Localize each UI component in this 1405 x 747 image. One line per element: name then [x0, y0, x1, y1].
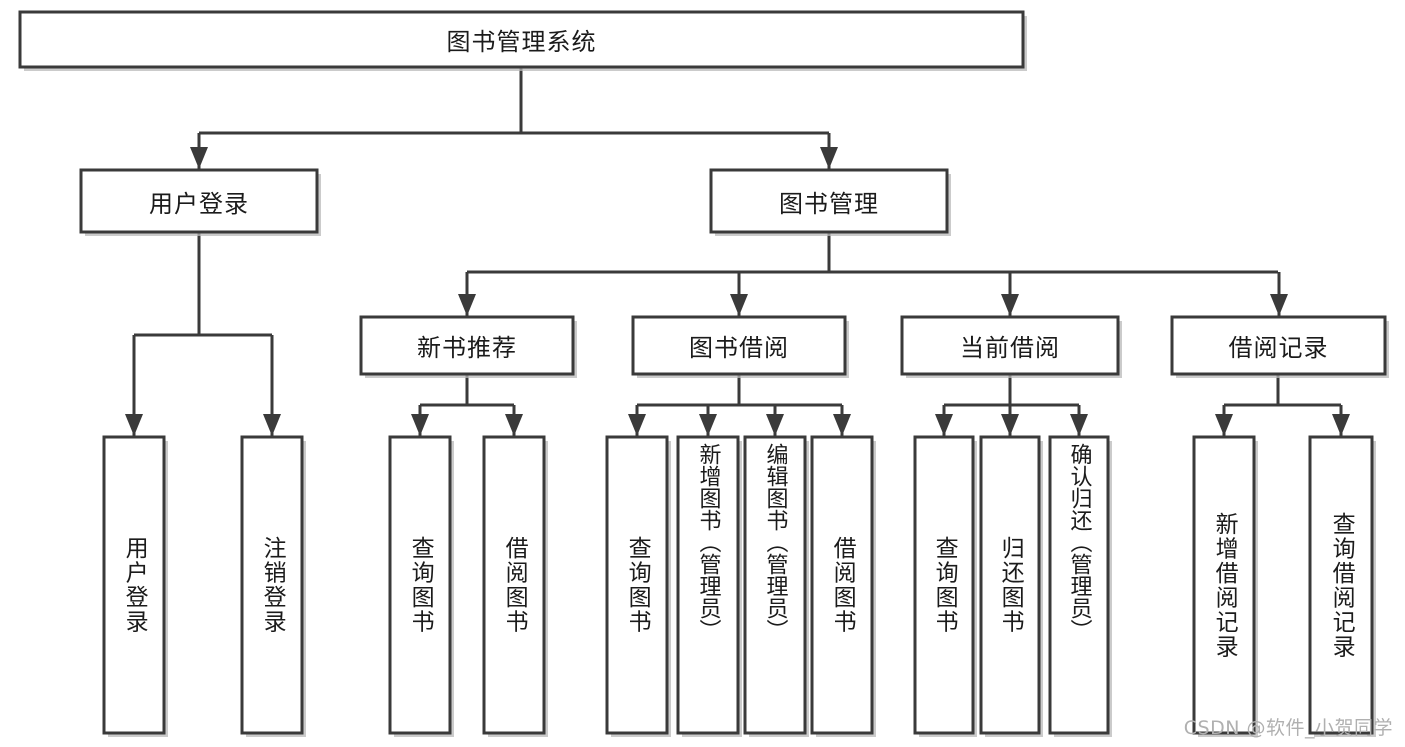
- node-box-leaf-add-record[interactable]: [1192, 435, 1256, 735]
- arrow-head-icon-leaf-query-book-borrow: [628, 414, 646, 436]
- arrow-head-icon-leaf-add-record: [1215, 414, 1233, 436]
- node-box-leaf-edit-book[interactable]: [743, 435, 807, 735]
- arrow-head-icon-new-book-rec: [458, 294, 476, 316]
- watermark-label: CSDN @软件_小贺同学: [1183, 717, 1393, 739]
- node-box-leaf-borrow-book[interactable]: [810, 435, 874, 735]
- node-box-leaf-query-book-rec[interactable]: [388, 435, 452, 735]
- node-box-leaf-query-book-borrow[interactable]: [605, 435, 669, 735]
- arrow-head-icon-current-borrow: [1001, 294, 1019, 316]
- node-box-book-manage[interactable]: [709, 168, 949, 234]
- arrow-head-icon-leaf-user-login: [125, 414, 143, 436]
- arrow-head-icon-user-login: [190, 147, 208, 169]
- node-box-leaf-return-book[interactable]: [979, 435, 1041, 735]
- arrow-head-icon-leaf-confirm-return: [1070, 414, 1088, 436]
- arrow-head-icon-leaf-borrow-book-rec: [505, 414, 523, 436]
- node-box-leaf-query-record[interactable]: [1308, 435, 1374, 735]
- node-box-root[interactable]: [18, 10, 1025, 69]
- arrow-head-icon-leaf-query-book-cur: [935, 414, 953, 436]
- arrow-head-icon-leaf-return-book: [1001, 414, 1019, 436]
- node-box-new-book-rec[interactable]: [359, 315, 575, 376]
- arrow-head-icon-leaf-query-book-rec: [411, 414, 429, 436]
- arrow-head-icon-leaf-add-book: [699, 414, 717, 436]
- arrow-head-icon-book-borrow: [730, 294, 748, 316]
- node-box-user-login[interactable]: [79, 168, 319, 234]
- boxes-layer: [18, 10, 1389, 737]
- node-box-borrow-record[interactable]: [1170, 315, 1387, 376]
- arrow-head-icon-leaf-user-logout: [263, 414, 281, 436]
- node-box-book-borrow[interactable]: [631, 315, 847, 376]
- node-box-leaf-borrow-book-rec[interactable]: [482, 435, 546, 735]
- arrow-head-icon-leaf-borrow-book: [833, 414, 851, 436]
- node-box-leaf-add-book[interactable]: [676, 435, 740, 735]
- node-box-leaf-query-book-cur[interactable]: [913, 435, 975, 735]
- arrow-head-icon-book-manage: [820, 147, 838, 169]
- connectors-layer: [125, 67, 1350, 436]
- node-box-current-borrow[interactable]: [900, 315, 1120, 376]
- node-box-leaf-user-login[interactable]: [102, 435, 166, 735]
- node-box-leaf-user-logout[interactable]: [240, 435, 304, 735]
- arrow-head-icon-leaf-edit-book: [766, 414, 784, 436]
- arrow-head-icon-borrow-record: [1270, 294, 1288, 316]
- arrow-head-icon-leaf-query-record: [1332, 414, 1350, 436]
- node-box-leaf-confirm-return[interactable]: [1048, 435, 1110, 735]
